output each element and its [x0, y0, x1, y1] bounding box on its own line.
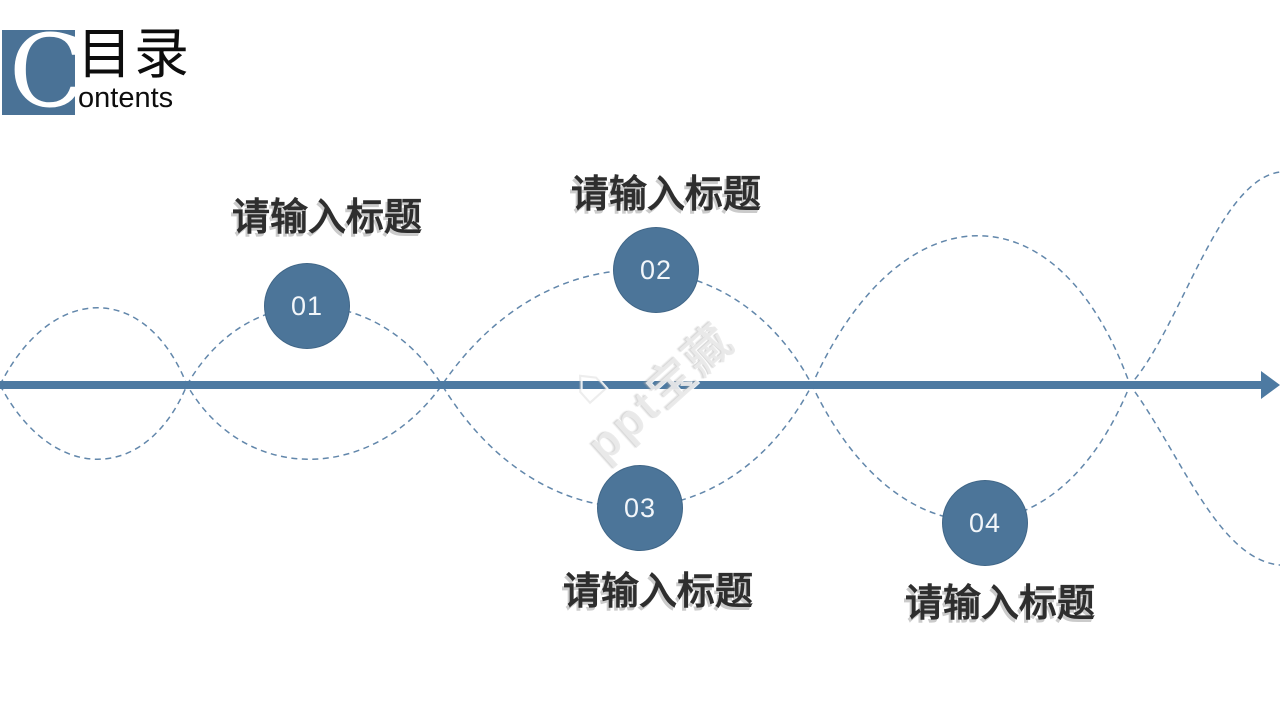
toc-item-3-number: 03 — [623, 492, 657, 523]
toc-item-1-number: 01 — [290, 290, 324, 321]
toc-item-1-label[interactable]: 请输入标题 — [231, 194, 422, 239]
toc-item-4-label[interactable]: 请输入标题 — [904, 580, 1095, 625]
logo-letter-tile — [2, 30, 75, 115]
toc-item-3-label[interactable]: 请输入标题 — [562, 568, 753, 613]
toc-item-3-circle[interactable]: 03 — [597, 465, 683, 551]
page-title-en: ontents — [78, 82, 174, 114]
toc-item-4-number: 04 — [968, 507, 1002, 538]
toc-item-2-number: 02 — [639, 254, 673, 285]
toc-item-2-circle[interactable]: 02 — [613, 227, 699, 313]
timeline-arrowhead-icon — [1261, 371, 1280, 399]
contents-logo: C 目录 ontents — [0, 0, 260, 140]
toc-item-1-circle[interactable]: 01 — [264, 263, 350, 349]
toc-item-2-label[interactable]: 请输入标题 — [570, 171, 761, 216]
logo-letter: C — [9, 13, 86, 130]
timeline-axis — [0, 381, 1263, 389]
page-title: 目录 — [77, 22, 192, 86]
toc-item-4-circle[interactable]: 04 — [942, 480, 1028, 566]
